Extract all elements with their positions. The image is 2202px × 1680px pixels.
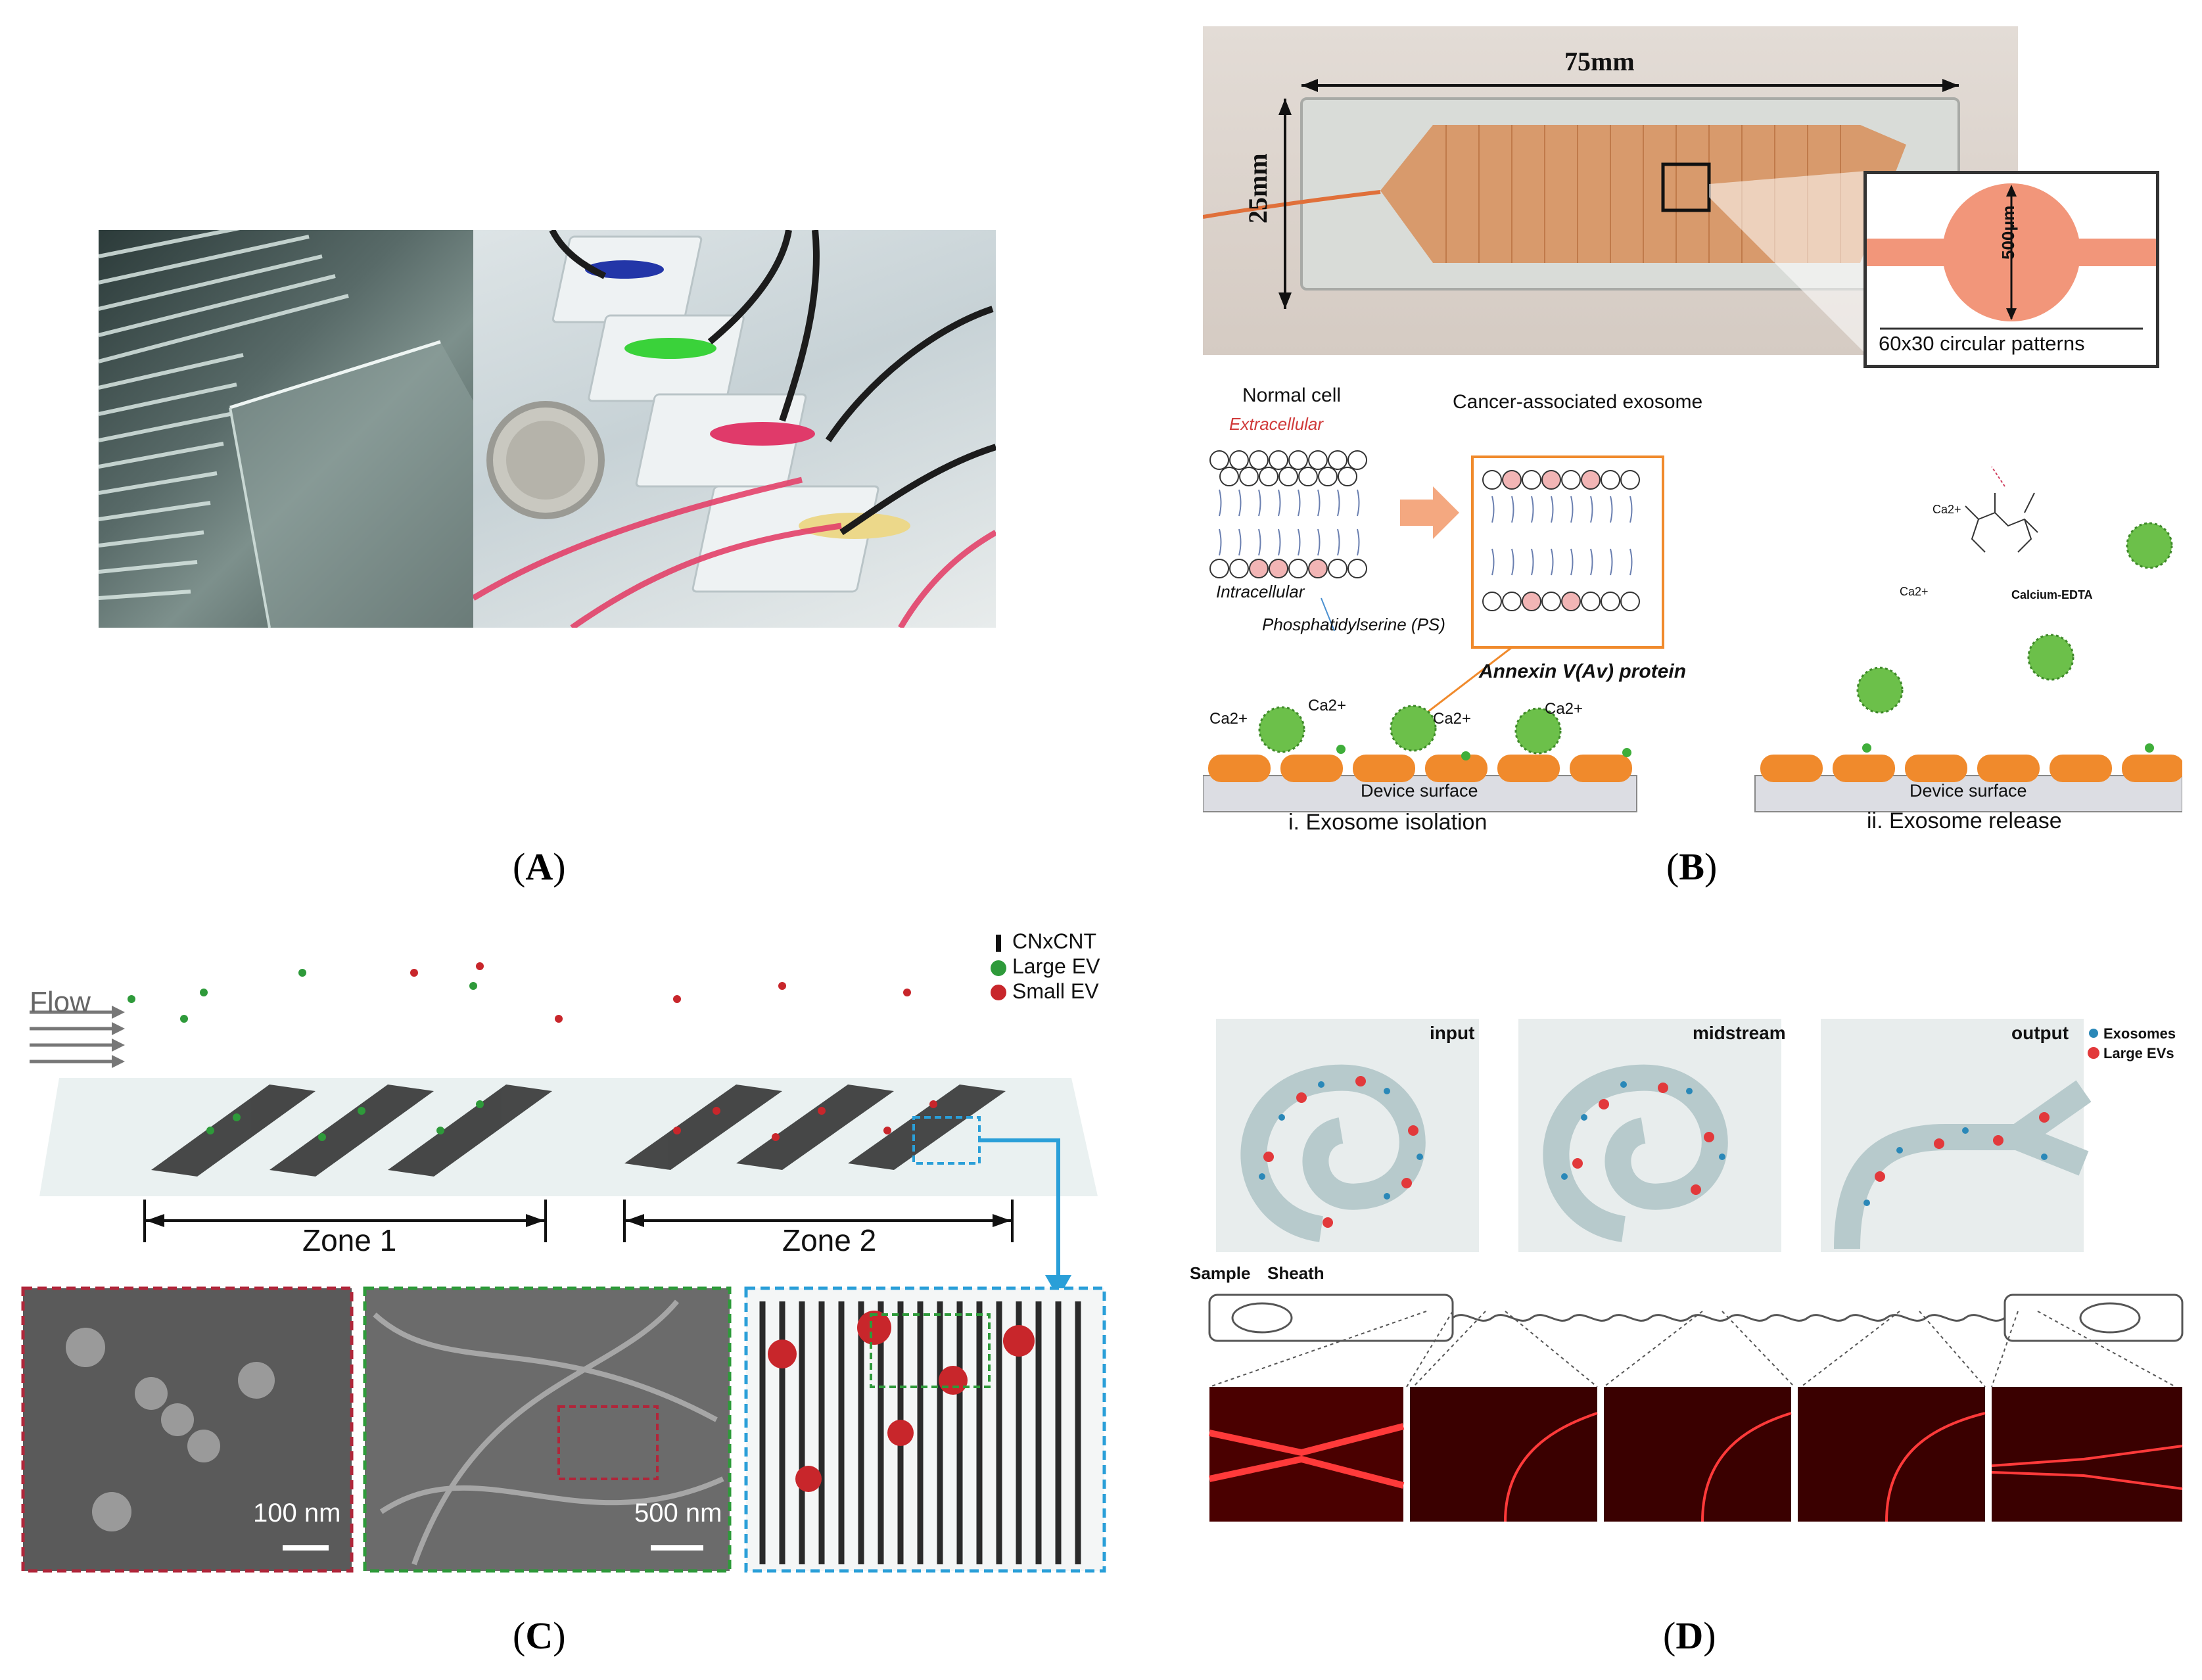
sem-zoom-500nm [363, 1286, 732, 1573]
legend-large-evs-label: Large EVs [2103, 1045, 2174, 1062]
annexin-proteins-release [1760, 755, 2182, 782]
sheath-label: Sheath [1267, 1263, 1324, 1283]
scale-bar-500nm: 500 nm [634, 1499, 722, 1528]
inset-dimension: 500μm [1998, 205, 2018, 260]
output-label: output [2011, 1023, 2069, 1043]
panel-b: 75mm 25mm 500μm 60x30 circular patterns [1203, 26, 2182, 841]
legend-large-ev-mark-d [2088, 1047, 2099, 1059]
transition-arrow [1400, 486, 1459, 539]
normal-cell-label: Normal cell [1242, 385, 1342, 406]
zone2-cnt-forest [624, 1085, 1006, 1170]
cnt-separation-diagram [21, 935, 1106, 1573]
flow-label: Flow [30, 986, 91, 1018]
ps-label: Phosphatidylserine (PS) [1262, 615, 1445, 634]
exosome-mechanism-diagram [1203, 450, 2182, 812]
legend-small-ev-mark [991, 985, 1006, 1000]
released-exosomes [1856, 522, 2173, 714]
cancer-exosome-label: Cancer-associated exosome [1453, 391, 1703, 413]
inset-pattern-box: 500μm 60x30 circular patterns [1863, 171, 2159, 368]
schematic-cnt-zoom [744, 1286, 1106, 1573]
caption-a: (A) [513, 845, 566, 888]
annexin-label: Annexin V(Av) protein [1479, 661, 1687, 682]
annexin-proteins-isolation [1208, 755, 1632, 782]
legend-large-ev-mark [991, 960, 1006, 976]
step-release-label: ii. Exosome release [1867, 808, 2062, 833]
fluor-image-3 [1604, 1387, 1791, 1522]
fluor-image-2 [1410, 1387, 1597, 1522]
midstream-label: midstream [1693, 1023, 1786, 1043]
caption-b: (B) [1666, 845, 1718, 888]
extracellular-label: Extracellular [1229, 414, 1324, 434]
calcium-edta-molecule [1965, 466, 2038, 553]
legend-exosomes-label: Exosomes [2103, 1025, 2176, 1042]
ca-label-4: Ca2+ [1545, 700, 1583, 718]
zone1-cnt-forest [151, 1085, 552, 1177]
normal-cell-bilayer [1209, 450, 1367, 578]
legend-cnt-mark [996, 935, 1001, 952]
intracellular-label: Intracellular [1216, 582, 1305, 601]
caption-d: (D) [1663, 1614, 1716, 1657]
panel-d: input midstream output Exosomes Large EV… [1190, 1006, 2189, 1531]
device-surface-label-1: Device surface [1361, 781, 1478, 801]
zone1-label: Zone 1 [302, 1223, 397, 1257]
legend-cnt-label: CNxCNT [1012, 929, 1096, 953]
flow-arrows [30, 1010, 112, 1063]
fluor-image-4 [1798, 1387, 1985, 1522]
legend-small-ev-label: Small EV [1012, 979, 1099, 1003]
spiral-separation-diagram [1208, 1019, 2184, 1522]
channel-schematic [1208, 1294, 2184, 1342]
step-isolation-label: i. Exosome isolation [1288, 810, 1488, 835]
inset-pattern-drawing [1867, 183, 2156, 330]
input-label: input [1430, 1023, 1475, 1043]
legend-exosome-mark [2089, 1029, 2098, 1038]
sample-label: Sample [1190, 1263, 1251, 1283]
legend-large-ev-label: Large EV [1012, 954, 1100, 978]
ca-free-label: Ca2+ [1900, 585, 1929, 598]
fluor-image-5 [1992, 1387, 2182, 1522]
zone2-label: Zone 2 [782, 1223, 877, 1257]
device-surface-isolation [1203, 775, 1637, 812]
exosome-membrane-box [1471, 455, 1664, 649]
ca-label-2: Ca2+ [1308, 697, 1347, 714]
sem-microchannel-image [99, 230, 473, 628]
caption-c: (C) [513, 1614, 566, 1657]
microfluidic-chip-photo [473, 230, 996, 628]
dime-coin [486, 401, 605, 519]
sem-structure-drawing [99, 230, 473, 628]
captured-exosomes [1258, 705, 1562, 755]
ca-label-3: Ca2+ [1433, 710, 1472, 728]
device-surface-release [1754, 775, 2182, 812]
inset-caption: 60x30 circular patterns [1879, 332, 2085, 355]
ca-edta-ion-label: Ca2+ [1933, 503, 1961, 516]
length-label: 75mm [1564, 47, 1635, 76]
device-surface-label-2: Device surface [1909, 781, 2027, 801]
ca-label-1: Ca2+ [1209, 710, 1248, 728]
scale-bar-100nm: 100 nm [253, 1499, 341, 1528]
device-drawing [1203, 79, 1960, 355]
panel-a [99, 230, 996, 628]
panel-c: Flow CNxCNT Large EV Small EV Zone 1 Zon… [20, 920, 1117, 1577]
calcium-edta-label: Calcium-EDTA [2011, 588, 2093, 601]
chip-photo-drawing [473, 230, 996, 628]
width-label: 25mm [1243, 153, 1273, 223]
